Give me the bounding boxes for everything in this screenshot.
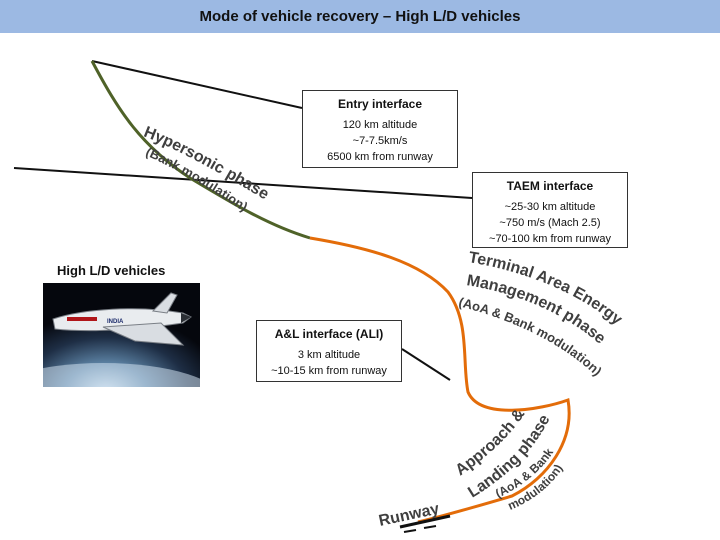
entry-interface-box: Entry interface 120 km altitude ~7-7.5km…	[302, 90, 458, 168]
shuttle-text: INDIA	[107, 319, 124, 325]
ali-interface-box: A&L interface (ALI) 3 km altitude ~10-15…	[256, 320, 402, 382]
entry-altitude: 120 km altitude	[342, 119, 418, 131]
entry-interface-heading: Entry interface	[337, 97, 423, 111]
taem-interface-heading: TAEM interface	[506, 179, 594, 193]
taem-phase-sublabel: (AoA & Bank modulation)	[457, 294, 605, 378]
taem-range: ~70-100 km from runway	[489, 233, 611, 245]
runway-dash-2	[423, 525, 437, 529]
entry-range: 6500 km from runway	[327, 151, 433, 163]
shuttle-image: INDIA	[43, 283, 200, 387]
ali-interface-heading: A&L interface (ALI)	[274, 327, 384, 341]
runway-dash-1	[403, 529, 417, 533]
ali-range: ~10-15 km from runway	[271, 365, 387, 377]
taem-velocity: ~750 m/s (Mach 2.5)	[499, 217, 601, 229]
entry-velocity: ~7-7.5km/s	[352, 135, 408, 147]
runway-line	[399, 514, 451, 529]
ali-connector-line	[401, 348, 451, 381]
taem-interface-box: TAEM interface ~25-30 km altitude ~750 m…	[472, 172, 628, 248]
entry-connector-line	[91, 60, 303, 109]
slide-title: Mode of vehicle recovery – High L/D vehi…	[0, 0, 720, 33]
taem-trajectory-path	[309, 236, 571, 524]
hypersonic-trajectory-path	[90, 60, 311, 240]
taem-connector-line	[13, 167, 473, 199]
ali-altitude: 3 km altitude	[297, 349, 361, 361]
taem-altitude: ~25-30 km altitude	[504, 201, 596, 213]
high-ld-vehicles-label: High L/D vehicles	[57, 263, 166, 278]
